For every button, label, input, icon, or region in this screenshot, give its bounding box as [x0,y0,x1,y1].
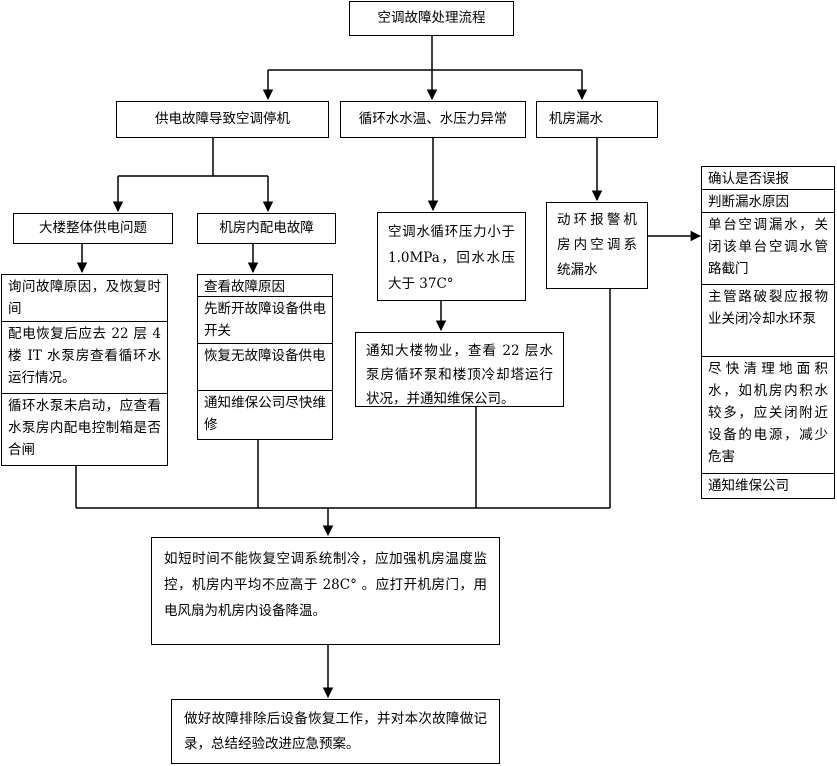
room-power-step-1: 查看故障原因 [197,274,333,297]
water-abnormal-box: 循环水水温、水压力异常 [340,101,526,138]
leak-step-1: 确认是否误报 [701,166,835,190]
building-power-box: 大楼整体供电问题 [13,213,173,244]
room-power-step-2: 先断开故障设备供电开关 [197,296,333,344]
temp-control-box: 如短时间不能恢复空调系统制冷，应加强机房温度监控，机房内平均不应高于 28C° … [151,537,500,645]
leak-step-5: 尽快清理地面积水，如机房内积水较多，应关闭附近设备的电源，减少危害 [701,356,835,474]
leak-step-4: 主管路破裂应报物业关闭冷却水环泵 [701,284,835,357]
building-step-2: 配电恢复后应去 22 层 4 楼 IT 水泵房查看循环水运行情况。 [1,321,168,394]
room-leak-box: 机房漏水 [536,101,658,138]
building-step-1: 询问故障原因，及恢复时间 [1,274,168,322]
water-action-box: 通知大楼物业，查看 22 层水泵房循环泵和楼顶冷却塔运行状况，并通知维保公司。 [355,332,564,407]
room-power-step-3: 恢复无故障设备供电 [197,343,333,391]
room-power-step-4: 通知维保公司尽快维修 [197,390,333,440]
leak-step-3: 单台空调漏水，关闭该单台空调水管路截门 [701,212,835,285]
final-step-box: 做好故障排除后设备恢复工作，并对本次故障做记录，总结经验改进应急预案。 [171,699,500,764]
building-step-3: 循环水泵未启动，应查看水泵房内配电控制箱是否合闸 [1,393,168,466]
power-fault-box: 供电故障导致空调停机 [116,101,329,138]
room-power-box: 机房内配电故障 [197,213,336,244]
leak-step-2: 判断漏水原因 [701,189,835,213]
title-box: 空调故障处理流程 [349,1,514,36]
leak-step-6: 通知维保公司 [701,473,835,499]
water-pressure-box: 空调水循环压力小于 1.0MPa，回水水压大于 37C° [377,212,526,301]
leak-alarm-box: 动环报警机房内空调系统漏水 [546,202,648,289]
